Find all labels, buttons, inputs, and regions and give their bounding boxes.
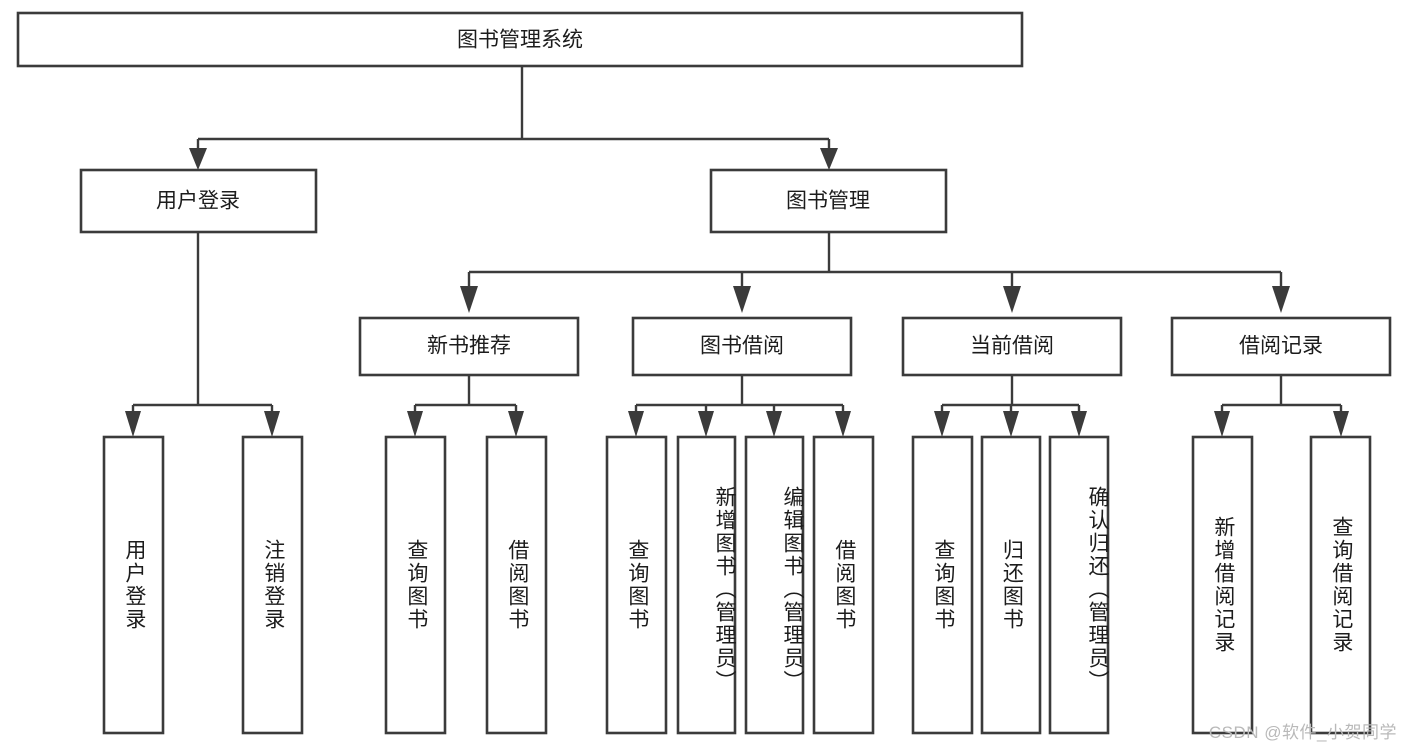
node-borrow-record-label: 借阅记录 — [1239, 335, 1323, 358]
connector-group-user-login-leaves — [125, 232, 280, 437]
arrowhead-leaf-query-record — [1333, 411, 1349, 437]
arrowhead-book-borrow — [733, 286, 751, 313]
node-new-book-recommend-label: 新书推荐 — [427, 335, 511, 358]
connector-group-book-manage — [460, 232, 1290, 313]
arrowhead-user-login — [189, 148, 207, 170]
node-leaf-query-book-1[interactable] — [384, 435, 447, 735]
node-user-login-label: 用户登录 — [156, 190, 240, 213]
arrowhead-leaf-edit-book — [766, 411, 782, 437]
arrowhead-leaf-borrow-book-2 — [835, 411, 851, 437]
node-leaf-borrow-book-1[interactable] — [485, 435, 548, 735]
node-leaf-user-login[interactable] — [102, 435, 165, 735]
node-book-manage[interactable] — [709, 168, 948, 234]
arrowhead-current-borrow — [1003, 286, 1021, 313]
arrowhead-leaf-add-record — [1214, 411, 1230, 437]
arrowhead-leaf-user-login — [125, 411, 141, 437]
node-leaf-edit-book[interactable] — [744, 435, 805, 735]
arrowhead-book-manage — [820, 148, 838, 170]
connector-group-current-borrow-leaves — [934, 375, 1087, 437]
watermark-text: CSDN @软件_小贺同学 — [1208, 723, 1397, 742]
node-leaf-add-book[interactable] — [676, 435, 737, 735]
node-root-label: 图书管理系统 — [457, 29, 583, 52]
node-leaf-return-book[interactable] — [980, 435, 1042, 735]
arrowhead-leaf-logout — [264, 411, 280, 437]
arrowhead-leaf-borrow-book-1 — [508, 411, 524, 437]
node-user-login[interactable] — [79, 168, 318, 234]
connector-group-book-borrow-leaves — [628, 375, 851, 437]
node-new-book-recommend[interactable] — [358, 316, 580, 377]
arrowhead-leaf-query-book-1 — [407, 411, 423, 437]
node-leaf-query-book-2[interactable] — [605, 435, 668, 735]
connector-group-borrow-record-leaves — [1214, 375, 1349, 437]
node-current-borrow[interactable] — [901, 316, 1123, 377]
node-borrow-record[interactable] — [1170, 316, 1392, 377]
node-leaf-query-book-3[interactable] — [911, 435, 974, 735]
arrowhead-leaf-add-book — [698, 411, 714, 437]
node-root[interactable] — [16, 11, 1024, 68]
node-leaf-query-record[interactable] — [1309, 435, 1372, 735]
arrowhead-leaf-return-book — [1003, 411, 1019, 437]
node-book-borrow[interactable] — [631, 316, 853, 377]
arrowhead-leaf-query-book-2 — [628, 411, 644, 437]
arrowhead-new-book-recommend — [460, 286, 478, 313]
node-leaf-confirm-return[interactable] — [1048, 435, 1110, 735]
node-book-manage-label: 图书管理 — [786, 190, 870, 213]
arrowhead-borrow-record — [1272, 286, 1290, 313]
connector-group-new-book-recommend-leaves — [407, 375, 524, 437]
connector-group-root — [189, 66, 838, 170]
node-leaf-logout[interactable] — [241, 435, 304, 735]
arrowhead-leaf-confirm-return — [1071, 411, 1087, 437]
node-leaf-borrow-book-2[interactable] — [812, 435, 875, 735]
node-current-borrow-label: 当前借阅 — [970, 335, 1054, 358]
node-leaf-add-record[interactable] — [1191, 435, 1254, 735]
arrowhead-leaf-query-book-3 — [934, 411, 950, 437]
node-book-borrow-label: 图书借阅 — [700, 335, 784, 358]
